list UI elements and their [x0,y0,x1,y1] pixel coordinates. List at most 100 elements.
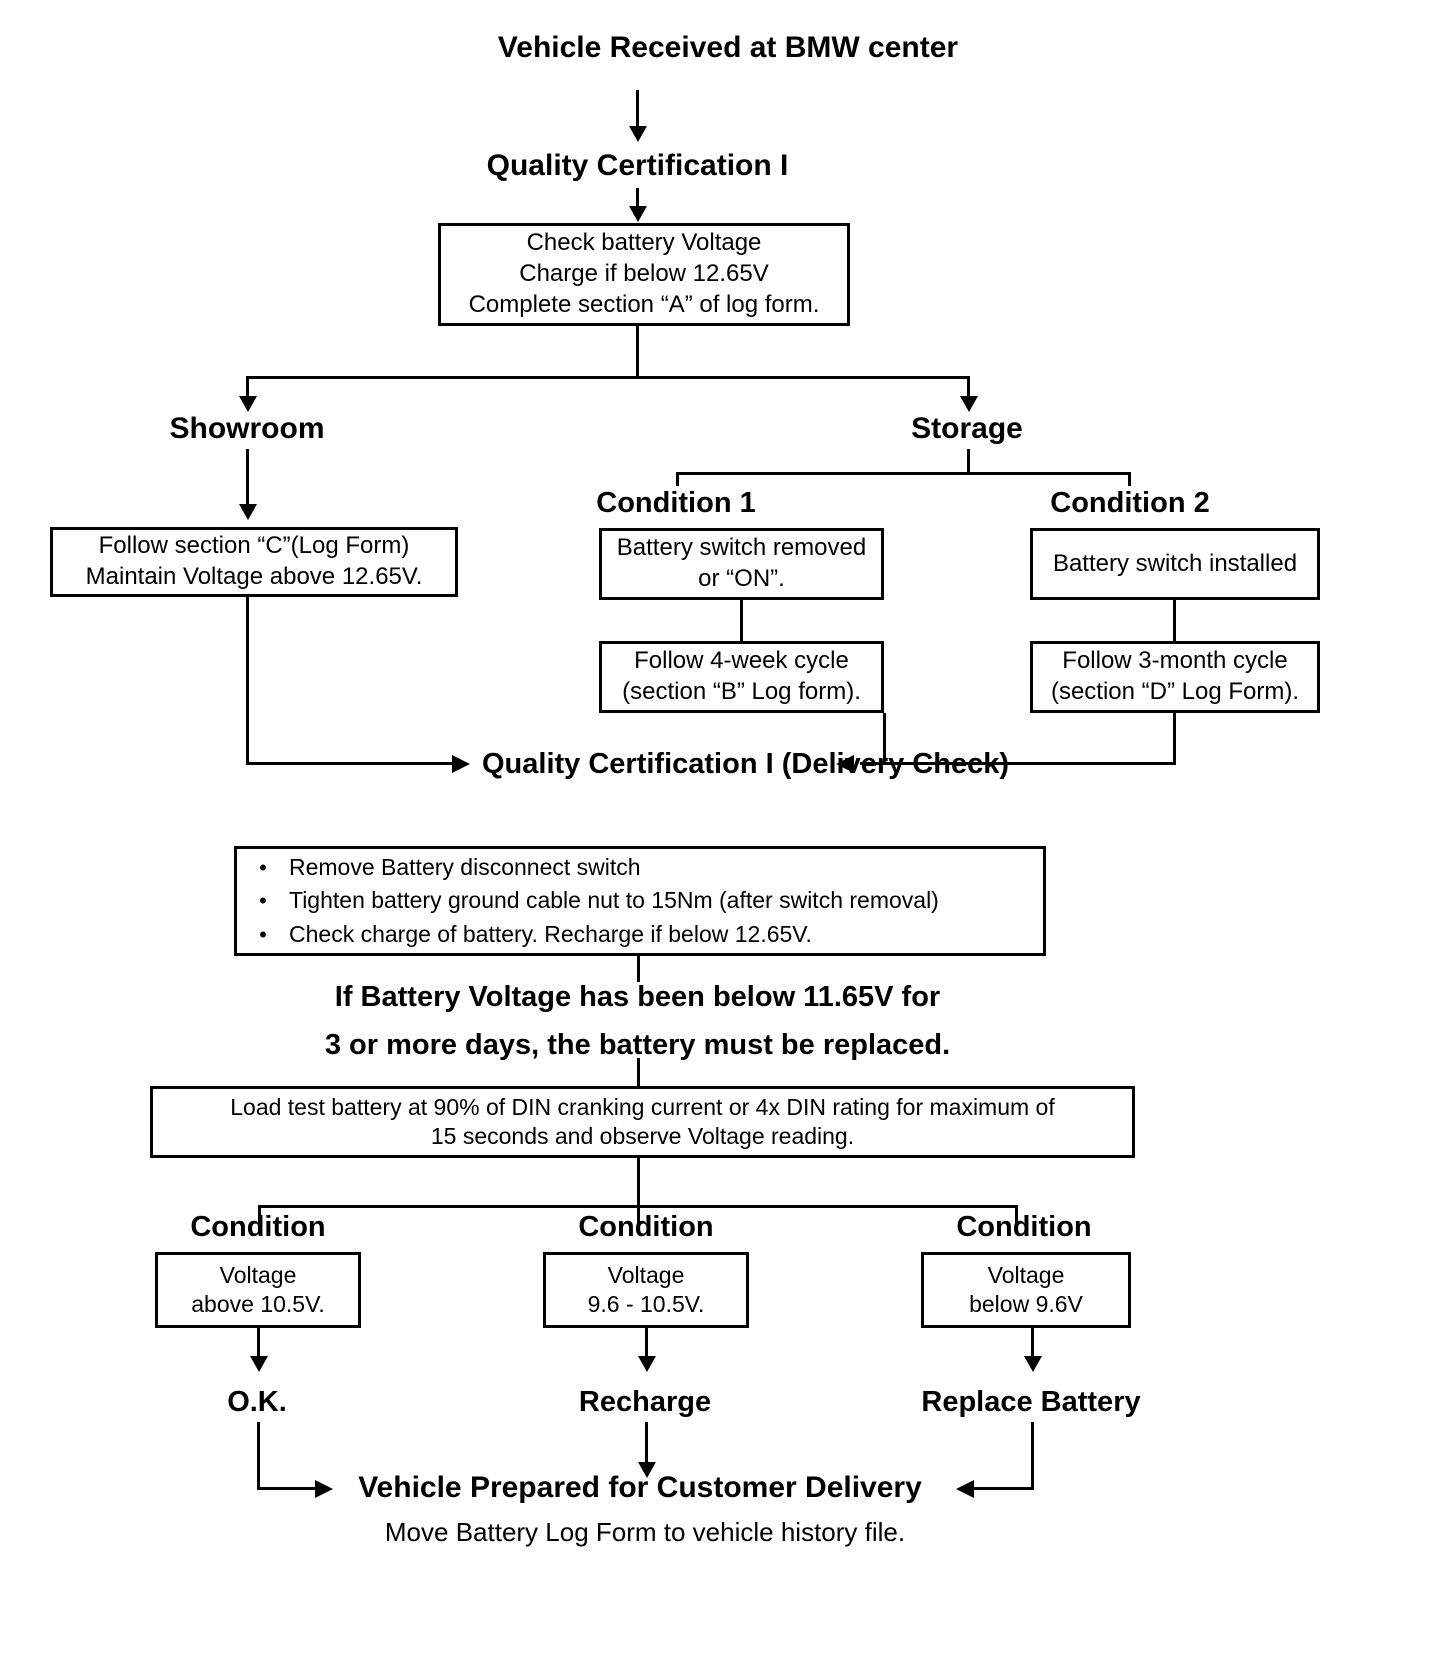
arrowhead-showroom-to-box [239,504,257,520]
connector-ok-to-final-v [257,1422,260,1490]
arrowhead-ok-to-final [315,1480,333,1498]
arrowhead-showroom-to-delivery [452,755,470,773]
box-4-week-cycle-line-2: (section “B” Log form). [622,678,861,705]
node-showroom-label: Showroom [169,412,325,445]
bullet-item: • Tighten battery ground cable nut to 15… [237,884,1043,917]
connector-replace-to-final-v [1031,1422,1034,1490]
node-condition-left-label: Condition [190,1211,326,1243]
arrowhead-voltage-middle-to-recharge [638,1356,656,1372]
connector-start-to-cert [636,90,639,138]
bullet-dot-icon: • [259,854,267,880]
arrowhead-to-showroom [239,396,257,412]
box-load-test-line-2: 15 seconds and observe Voltage reading. [430,1123,855,1149]
box-check-battery-line-1: Check battery Voltage [526,229,762,257]
box-showroom-instructions: Follow section “C”(Log Form) Maintain Vo… [50,527,458,597]
node-start-label: Vehicle Received at BMW center [497,31,959,64]
node-storage-label: Storage [911,412,1023,445]
node-result-recharge-label: Recharge [578,1386,712,1418]
arrowhead-cert-to-checkbox [629,206,647,222]
connector-showroom-storage-split [246,376,970,379]
box-3-month-cycle: Follow 3-month cycle (section “D” Log Fo… [1030,641,1320,713]
connector-showroom-to-delivery-v [246,597,249,765]
connector-replace-to-final-h [974,1487,1034,1490]
box-3-month-cycle-line-2: (section “D” Log Form). [1050,678,1300,705]
arrowhead-voltage-right-to-replace [1024,1356,1042,1372]
connector-bullets-to-warning [637,956,640,982]
connector-checkbox-down [636,326,639,378]
node-delivery-check-line-2: (Delivery Check) [781,748,1010,780]
node-delivery-check-line-1: Quality Certification I [482,748,774,780]
bullet-item: • Check charge of battery. Recharge if b… [237,918,1043,951]
connector-recharge-to-final [645,1422,648,1472]
connector-loadtest-down [637,1158,640,1208]
box-delivery-bullets: • Remove Battery disconnect switch • Tig… [234,846,1046,956]
connector-voltage-middle-to-recharge [645,1328,648,1366]
connector-to-showroom [246,376,249,406]
node-condition-2: Condition 2 [984,486,1276,520]
connector-storage-split [676,472,1131,475]
box-condition-2-line-1: Battery switch installed [1052,549,1298,577]
connector-cert-to-checkbox [636,188,639,214]
node-warning-line-2: 3 or more days, the battery must be repl… [324,1029,951,1061]
connector-storage-to-cond1 [676,472,679,486]
box-check-battery-line-2: Charge if below 12.65V [519,260,769,288]
node-result-recharge: Recharge [545,1385,745,1419]
node-delivery-check: Quality Certification I (Delivery Check) [482,746,1009,784]
connector-voltage-right-to-replace [1031,1328,1034,1366]
box-4-week-cycle-line-1: Follow 4-week cycle [634,647,849,675]
connector-to-storage [967,376,970,406]
box-4-week-cycle: Follow 4-week cycle (section “B” Log for… [599,641,884,713]
node-footer-note: Move Battery Log Form to vehicle history… [0,1517,1290,1548]
node-start: Vehicle Received at BMW center [0,30,1456,65]
node-storage: Storage [806,411,1128,446]
arrowhead-to-delivery-check [836,755,854,773]
box-check-battery: Check battery Voltage Charge if below 12… [438,223,850,326]
box-load-test-line-1: Load test battery at 90% of DIN cranking… [230,1093,1055,1120]
box-voltage-left-line-2: above 10.5V. [191,1291,325,1317]
node-condition-2-label: Condition 2 [1050,487,1210,519]
node-warning-voltage-2: 3 or more days, the battery must be repl… [0,1028,1275,1062]
box-voltage-middle-line-1: Voltage [607,1261,685,1288]
connector-split-middle [637,1205,640,1233]
connector-split-right [1015,1205,1018,1233]
arrowhead-recharge-to-final [638,1462,656,1478]
node-condition-right-label: Condition [956,1211,1092,1243]
connector-cond1-to-cycle [740,600,743,643]
box-condition-1: Battery switch removed or “ON”. [599,528,884,600]
box-voltage-left-line-1: Voltage [219,1261,297,1288]
box-voltage-middle-line-2: 9.6 - 10.5V. [587,1291,705,1317]
box-condition-1-line-1: Battery switch removed [616,534,867,562]
box-condition-1-line-2: or “ON”. [698,565,785,592]
connector-storage-down [967,449,970,475]
node-final-delivery-label: Vehicle Prepared for Customer Delivery [358,1471,922,1504]
box-voltage-right-line-1: Voltage [987,1261,1065,1288]
node-showroom: Showroom [86,411,408,446]
connector-warning-to-loadtest [637,1058,640,1086]
box-showroom-line-2: Maintain Voltage above 12.65V. [85,563,423,590]
box-voltage-right: Voltage below 9.6V [921,1252,1131,1328]
connector-3month-to-delivery-h [860,762,1176,765]
box-condition-2: Battery switch installed [1030,528,1320,600]
box-3-month-cycle-line-1: Follow 3-month cycle [1062,647,1288,675]
bullet-text-2: Tighten battery ground cable nut to 15Nm… [289,887,939,914]
arrowhead-to-storage [960,396,978,412]
connector-showroom-to-box [246,449,249,515]
bullet-dot-icon: • [259,921,267,947]
node-warning-voltage: If Battery Voltage has been below 11.65V… [0,980,1275,1014]
node-condition-right: Condition [876,1210,1172,1244]
connector-cond2-to-cycle [1173,600,1176,643]
connector-3month-to-delivery-v [1173,713,1176,765]
connector-4week-to-delivery-v [883,713,886,765]
bullet-text-1: Remove Battery disconnect switch [289,853,641,880]
connector-split-left [258,1205,261,1233]
arrowhead-start-to-cert [629,126,647,142]
connector-voltage-left-to-ok [257,1328,260,1366]
arrowhead-replace-to-final [956,1480,974,1498]
box-voltage-left: Voltage above 10.5V. [155,1252,361,1328]
box-voltage-middle: Voltage 9.6 - 10.5V. [543,1252,749,1328]
connector-storage-to-cond2 [1128,472,1131,486]
node-condition-1: Condition 1 [530,486,822,520]
node-result-replace-battery: Replace Battery [906,1385,1156,1419]
bullet-text-3: Check charge of battery. Recharge if bel… [289,920,812,947]
